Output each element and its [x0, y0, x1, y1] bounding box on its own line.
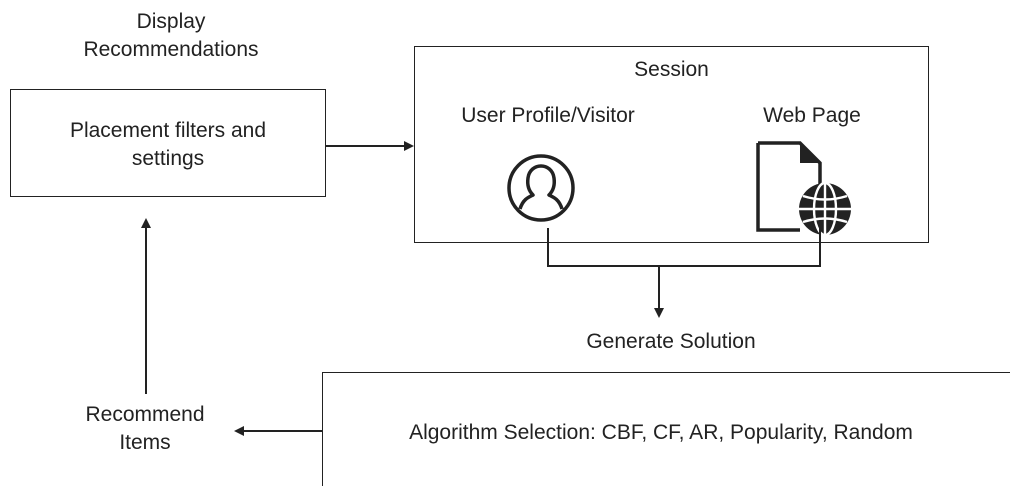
- session-box: Session User Profile/Visitor Web Page: [414, 46, 929, 243]
- globe-icon: [799, 181, 851, 237]
- session-title: Session: [634, 58, 709, 81]
- algorithm-selection-box: Algorithm Selection: CBF, CF, AR, Popula…: [322, 372, 1010, 486]
- generate-solution-label: Generate Solution: [586, 330, 756, 353]
- recommend-items-label: Recommend Items: [85, 403, 205, 454]
- user-circle-icon: [507, 154, 575, 222]
- placement-filters-box: Placement filters and settings: [10, 89, 326, 197]
- web-page-label: Web Page: [763, 104, 861, 127]
- display-recommendations-label: Display Recommendations: [83, 10, 259, 61]
- user-profile-label: User Profile/Visitor: [461, 104, 635, 127]
- placement-filters-text: Placement filters and settings: [69, 119, 267, 170]
- algorithm-selection-text: Algorithm Selection: CBF, CF, AR, Popula…: [409, 421, 913, 444]
